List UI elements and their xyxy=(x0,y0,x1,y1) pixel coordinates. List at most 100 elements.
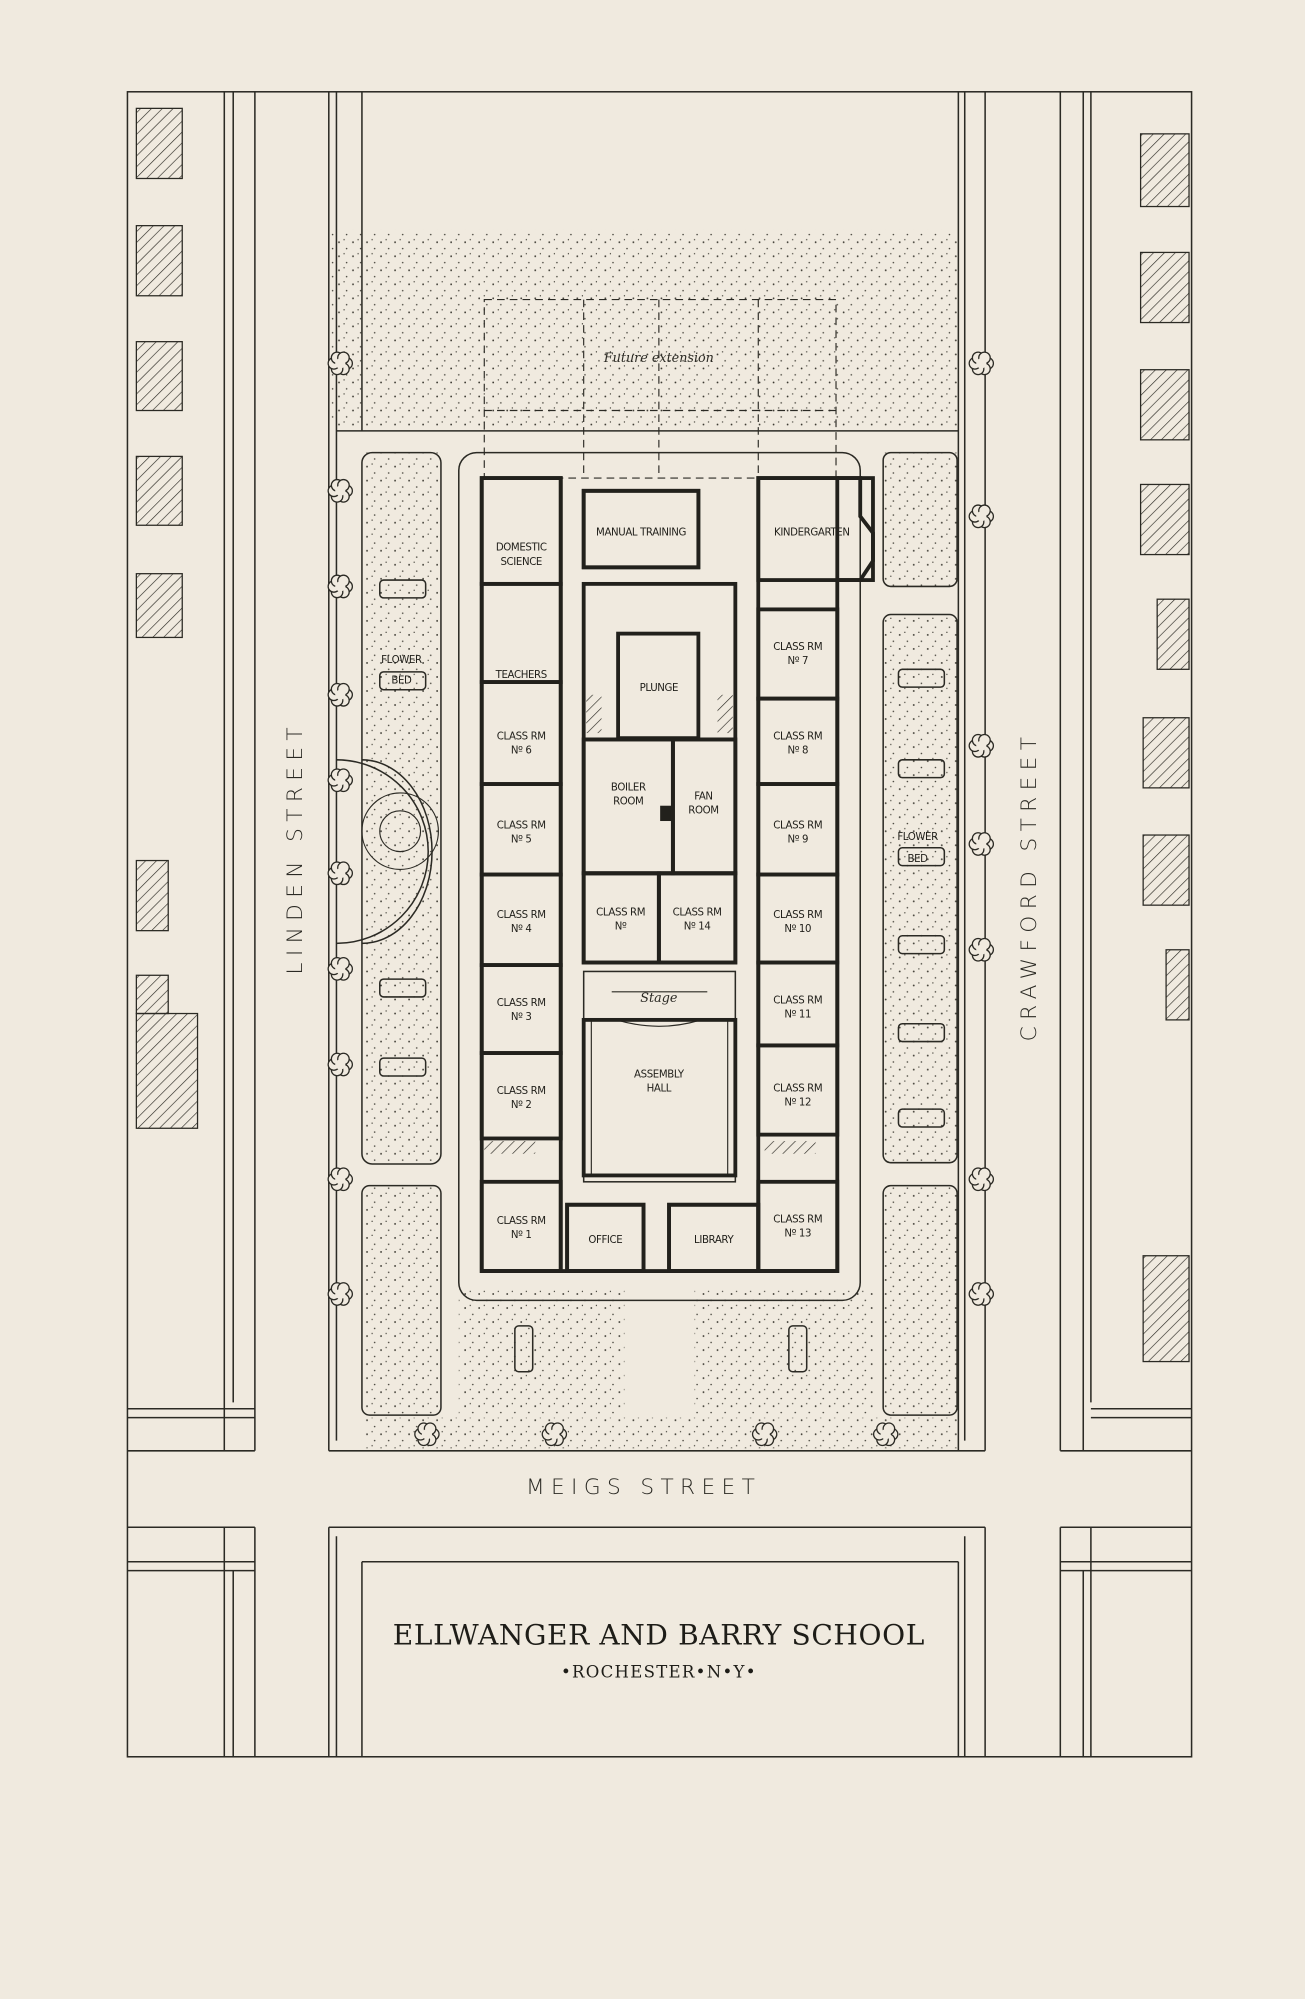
room-label: CLASS RM xyxy=(773,910,822,921)
room-label: TEACHERS xyxy=(495,670,547,681)
room-label: CLASS RM xyxy=(497,1086,546,1097)
flower-bed-label-line1: FLOWER xyxy=(381,655,422,666)
tree-icon xyxy=(327,1167,354,1192)
hatched-building xyxy=(135,573,183,639)
hatched-building xyxy=(135,107,183,180)
tree-icon xyxy=(968,832,995,856)
flower-bed xyxy=(897,847,946,867)
tree-icon xyxy=(327,768,354,793)
flower-beds xyxy=(379,579,946,1373)
flower-bed-label-line2: BED xyxy=(391,675,412,686)
hatched-building xyxy=(1165,949,1190,1021)
drawing-title: ELLWANGER AND BARRY SCHOOL xyxy=(393,1619,925,1652)
room-outline xyxy=(479,1179,563,1273)
room-label: CLASS RM xyxy=(497,998,546,1009)
room-label: Nº 13 xyxy=(784,1229,811,1240)
room-label: Nº 5 xyxy=(511,835,532,846)
tree-icon xyxy=(968,733,995,758)
room: CLASS RM Nº 12 xyxy=(756,1043,840,1137)
room-label: Nº 1 xyxy=(511,1230,532,1241)
room-label: PLUNGE xyxy=(640,683,678,694)
stage-label: Stage xyxy=(640,991,677,1006)
tree-icon xyxy=(968,351,995,376)
tree-icon xyxy=(872,1422,899,1447)
street-lines xyxy=(127,91,1192,1757)
room-label: Nº 10 xyxy=(784,924,811,935)
room-label: CLASS RM xyxy=(497,1216,546,1227)
room-label: Nº 6 xyxy=(511,745,532,756)
room-outline xyxy=(479,476,563,586)
hatched-building xyxy=(1139,133,1190,208)
room-label: CLASS RM xyxy=(773,731,822,742)
hatched-building xyxy=(135,974,169,1015)
flower-bed xyxy=(897,934,946,955)
room-label: MANUAL TRAINING xyxy=(596,527,686,538)
tree-icon xyxy=(751,1422,778,1447)
flower-bed-label-line1-right: FLOWER xyxy=(897,832,938,843)
room-outline xyxy=(756,1179,840,1273)
flower-bed xyxy=(379,579,427,599)
flower-bed xyxy=(514,1325,534,1373)
room-label: HALL xyxy=(647,1083,672,1094)
hatched-building xyxy=(135,341,183,412)
room-label: CLASS RM xyxy=(773,1083,822,1094)
room-label: CLASS RM xyxy=(673,907,722,918)
room-label: KINDERGARTEN xyxy=(774,527,850,538)
room-label: DOMESTIC xyxy=(496,543,547,554)
room-outline xyxy=(479,963,563,1055)
lawns xyxy=(331,229,959,1449)
room-label: ROOM xyxy=(613,796,643,807)
tree-icon xyxy=(414,1422,440,1447)
room-label: Nº 12 xyxy=(784,1097,811,1108)
tree-icon xyxy=(327,574,354,599)
room-label: CLASS RM xyxy=(773,821,822,832)
room-outline xyxy=(581,1017,738,1178)
room: KINDERGARTEN xyxy=(756,476,875,582)
hatched-building xyxy=(1139,251,1190,324)
hatched-building xyxy=(1156,598,1190,670)
room: CLASS RM Nº 9 xyxy=(756,782,840,877)
tree-icon xyxy=(541,1422,568,1447)
room-label: Nº 9 xyxy=(787,835,808,846)
tree-icon xyxy=(968,1167,995,1192)
room: MANUAL TRAINING xyxy=(581,488,701,570)
room-label: CLASS RM xyxy=(497,910,546,921)
flower-bed xyxy=(897,1108,946,1128)
room: CLASS RM Nº 1 xyxy=(479,1179,563,1273)
room-label: Nº xyxy=(615,921,627,932)
room-label: SCIENCE xyxy=(500,557,542,568)
tree-icon xyxy=(327,1282,354,1306)
room-label: Nº 7 xyxy=(787,656,808,667)
room: ASSEMBLY HALL xyxy=(581,1017,738,1178)
room-label: Nº 14 xyxy=(684,921,711,932)
neighbouring-buildings xyxy=(135,107,1190,1363)
flower-bed xyxy=(897,668,946,688)
room-outline xyxy=(479,581,563,684)
tree-icon xyxy=(327,861,354,886)
drawing-frame xyxy=(126,91,1193,1758)
street-label-crawford: CRAWFORD STREET xyxy=(1017,731,1042,1042)
flower-bed xyxy=(379,1057,427,1077)
tree-icon xyxy=(327,351,354,376)
room-label: CLASS RM xyxy=(773,995,822,1006)
room: OFFICE xyxy=(565,1202,646,1273)
hatched-building xyxy=(1142,717,1190,789)
room-label: Nº 2 xyxy=(511,1100,532,1111)
flower-bed xyxy=(788,1325,808,1373)
room: LIBRARY xyxy=(667,1202,761,1273)
room-label: ASSEMBLY xyxy=(634,1069,685,1080)
room-outline xyxy=(756,1043,840,1137)
hatched-building xyxy=(135,225,183,297)
room: CLASS RM Nº 14 xyxy=(656,871,738,965)
trees xyxy=(327,351,995,1447)
room-label: ROOM xyxy=(688,805,718,816)
future-extension-outline xyxy=(483,299,837,479)
